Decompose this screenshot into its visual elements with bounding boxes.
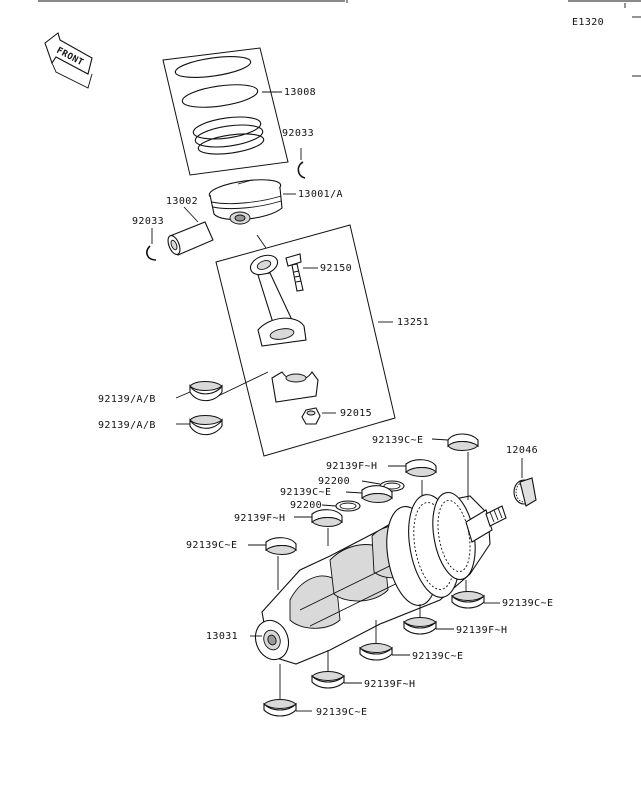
callout-13008: 13008 [284, 87, 316, 98]
callout-12046: 12046 [506, 445, 538, 456]
callout-92139-a-b-upper: 92139/A/B [98, 394, 156, 405]
callout-92139c-e-2: 92139C~E [280, 487, 331, 498]
bearing-icon [311, 671, 345, 689]
bearing-icon [189, 381, 223, 402]
callout-92200-upper: 92200 [318, 476, 350, 487]
gear-icon [513, 477, 537, 507]
callout-92139c-e-6: 92139C~E [316, 707, 367, 718]
bearing-icon [451, 591, 485, 609]
callout-92139-a-b-lower: 92139/A/B [98, 420, 156, 431]
callout-13002: 13002 [166, 196, 198, 207]
circlip-icon [297, 161, 306, 179]
circlip-icon [146, 245, 157, 261]
callout-92139c-e-3: 92139C~E [186, 540, 237, 551]
piston [208, 179, 283, 225]
washer-icon [335, 500, 361, 512]
callout-92150: 92150 [320, 263, 352, 274]
callout-13001-a: 13001/A [298, 189, 343, 200]
crankshaft [254, 491, 507, 665]
bearing-icon [359, 643, 393, 661]
front-arrow-icon: FRONT [44, 32, 93, 89]
diagram-code: E1320 [572, 17, 604, 28]
callout-92139c-e-4: 92139C~E [502, 598, 553, 609]
callout-13251: 13251 [397, 317, 429, 328]
callout-92033-upper: 92033 [282, 128, 314, 139]
connecting-rod-box [215, 224, 396, 457]
piston-ring-set [162, 47, 289, 176]
bearing-icon [361, 485, 393, 503]
bearing-icon [263, 699, 297, 717]
connecting-rod [249, 254, 307, 347]
callout-92200-lower: 92200 [290, 500, 322, 511]
bearing-icon [403, 617, 437, 635]
bearing-icon [405, 459, 437, 477]
callout-92033-lower: 92033 [132, 216, 164, 227]
callout-92139f-h-2: 92139F~H [234, 513, 285, 524]
callout-92015: 92015 [340, 408, 372, 419]
rod-cap [271, 371, 319, 403]
callout-92139f-h-3: 92139F~H [456, 625, 507, 636]
page-border [38, 0, 641, 77]
bearing-icon [265, 537, 297, 555]
bearing-icon [189, 415, 223, 436]
callout-13031: 13031 [206, 631, 238, 642]
bolt-icon [285, 253, 304, 292]
callout-92139f-h-4: 92139F~H [364, 679, 415, 690]
callout-92139c-e-1: 92139C~E [372, 435, 423, 446]
callout-92139f-h-1: 92139F~H [326, 461, 377, 472]
nut-icon [301, 407, 321, 425]
callout-92139c-e-5: 92139C~E [412, 651, 463, 662]
piston-pin [167, 221, 214, 256]
bearing-icon [311, 509, 343, 527]
bearing-icon [447, 433, 479, 451]
